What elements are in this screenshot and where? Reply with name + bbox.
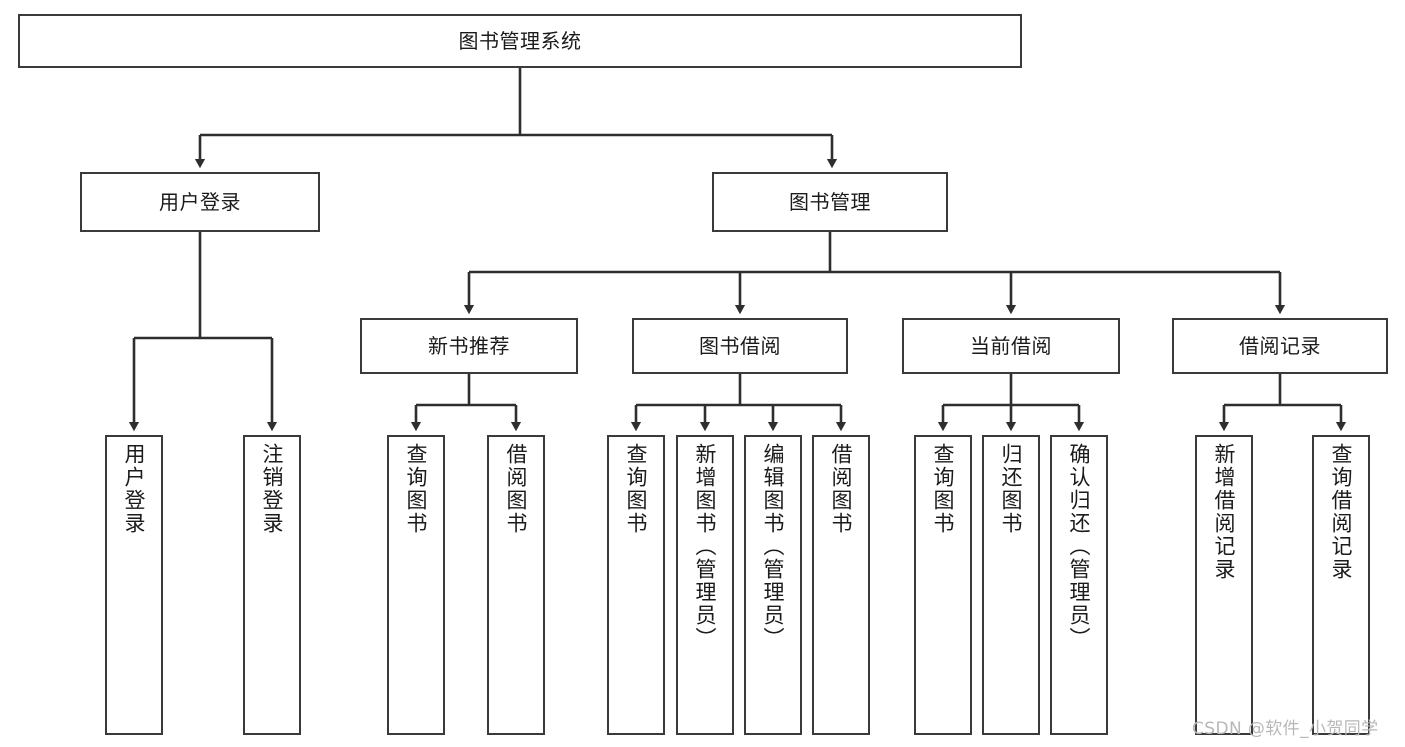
node-user-login-label: 用户登录 xyxy=(159,189,241,214)
leaf-query-book-3[interactable]: 查询图书 xyxy=(914,435,972,735)
leaf-confirm-return-admin[interactable]: 确认归还（管理员） xyxy=(1050,435,1108,735)
node-borrow-record-label: 借阅记录 xyxy=(1239,333,1321,358)
leaf-add-book-admin-label: 新增图书（管理员） xyxy=(693,443,718,650)
edge-newbook-to-leaves xyxy=(410,374,522,432)
csdn-watermark: CSDN @软件_小贺同学 xyxy=(1192,719,1379,739)
leaf-user-login-label: 用户登录 xyxy=(122,443,147,535)
leaf-query-book-3-label: 查询图书 xyxy=(931,443,956,535)
node-root[interactable]: 图书管理系统 xyxy=(18,14,1022,68)
node-new-book-recommend-label: 新书推荐 xyxy=(428,333,510,358)
leaf-borrow-book-2-label: 借阅图书 xyxy=(829,443,854,535)
node-user-login[interactable]: 用户登录 xyxy=(80,172,320,232)
leaf-borrow-book-2[interactable]: 借阅图书 xyxy=(812,435,870,735)
node-current-borrow-label: 当前借阅 xyxy=(970,333,1052,358)
node-book-management[interactable]: 图书管理 xyxy=(712,172,948,232)
leaf-add-borrow-record[interactable]: 新增借阅记录 xyxy=(1195,435,1253,735)
node-book-management-label: 图书管理 xyxy=(789,189,871,214)
leaf-query-book-1-label: 查询图书 xyxy=(404,443,429,535)
edge-borrowrecord-to-leaves xyxy=(1218,374,1347,432)
edge-currentborrow-to-leaves xyxy=(937,374,1085,432)
leaf-user-login[interactable]: 用户登录 xyxy=(105,435,163,735)
leaf-return-book-label: 归还图书 xyxy=(999,443,1024,535)
leaf-user-logout[interactable]: 注销登录 xyxy=(243,435,301,735)
node-borrow-record[interactable]: 借阅记录 xyxy=(1172,318,1388,374)
leaf-query-book-2[interactable]: 查询图书 xyxy=(607,435,665,735)
leaf-user-logout-label: 注销登录 xyxy=(260,443,285,535)
node-current-borrow[interactable]: 当前借阅 xyxy=(902,318,1120,374)
leaf-add-book-admin[interactable]: 新增图书（管理员） xyxy=(676,435,734,735)
leaf-edit-book-admin[interactable]: 编辑图书（管理员） xyxy=(744,435,802,735)
leaf-borrow-book-1[interactable]: 借阅图书 xyxy=(487,435,545,735)
leaf-confirm-return-admin-label: 确认归还（管理员） xyxy=(1067,443,1092,650)
leaf-add-borrow-record-label: 新增借阅记录 xyxy=(1212,443,1237,581)
leaf-return-book[interactable]: 归还图书 xyxy=(982,435,1040,735)
leaf-query-book-1[interactable]: 查询图书 xyxy=(387,435,445,735)
edge-userlogin-to-leaves xyxy=(128,232,278,432)
node-book-borrow-label: 图书借阅 xyxy=(699,333,781,358)
leaf-borrow-book-1-label: 借阅图书 xyxy=(504,443,529,535)
edge-root-to-level2 xyxy=(194,68,838,169)
leaf-query-book-2-label: 查询图书 xyxy=(624,443,649,535)
edge-bookborrow-to-leaves xyxy=(630,374,847,432)
edge-bookmgmt-to-level3 xyxy=(463,232,1286,315)
node-root-label: 图书管理系统 xyxy=(458,28,582,53)
leaf-query-borrow-record-label: 查询借阅记录 xyxy=(1329,443,1354,581)
leaf-edit-book-admin-label: 编辑图书（管理员） xyxy=(761,443,786,650)
leaf-query-borrow-record[interactable]: 查询借阅记录 xyxy=(1312,435,1370,735)
node-new-book-recommend[interactable]: 新书推荐 xyxy=(360,318,578,374)
node-book-borrow[interactable]: 图书借阅 xyxy=(632,318,848,374)
